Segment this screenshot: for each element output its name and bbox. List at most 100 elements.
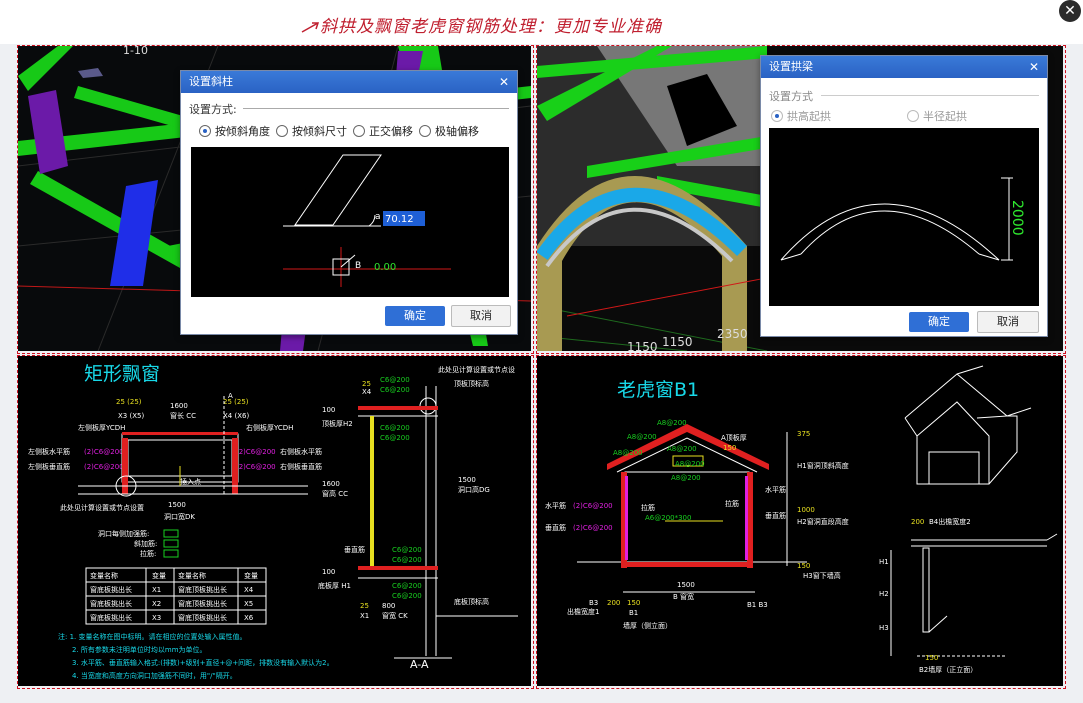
dim-1: 1150 bbox=[627, 340, 658, 351]
label: 垂直筋 bbox=[545, 523, 566, 532]
radio-icon bbox=[276, 125, 288, 137]
dialog-title: 设置斜柱 bbox=[189, 75, 233, 88]
label: C6@200 bbox=[392, 582, 422, 590]
banner: 斜拱及飘窗老虎窗钢筋处理：更加专业准确 ✕ bbox=[0, 0, 1083, 44]
table-cell: X1 bbox=[152, 586, 161, 594]
label: 此处见计算设置或节点设 bbox=[438, 365, 515, 374]
radio-by-angle[interactable]: 按倾斜角度 bbox=[199, 123, 270, 139]
label: 水平筋 bbox=[765, 485, 786, 494]
dim-label: B1 B3 bbox=[747, 601, 768, 609]
dim-label: 25 bbox=[360, 602, 369, 610]
ok-button[interactable]: 确定 bbox=[909, 312, 969, 332]
dim-label: X1 bbox=[360, 612, 369, 620]
dim-label: 窗高 CC bbox=[322, 489, 348, 498]
note-line: 3. 水平筋、垂直筋输入格式:(排数)+级别+直径+@+间距，排数没有输入默认为… bbox=[72, 658, 334, 667]
close-icon[interactable]: ✕ bbox=[1028, 60, 1039, 74]
radio-polar-offset[interactable]: 极轴偏移 bbox=[419, 123, 479, 139]
panel-bay-window-drawing: 矩形飘窗 25 (25) X3 (X5) 1600 窗长 CC 25 (25) … bbox=[18, 356, 531, 686]
label: A8@200 bbox=[627, 433, 657, 441]
radio-arch-by-height[interactable]: 拱高起拱 bbox=[771, 108, 831, 124]
label: H3窗下墙高 bbox=[803, 571, 841, 580]
preview-canvas: 2000 bbox=[769, 128, 1039, 306]
note-line: 注: 1. 变量名称在图中标明。请在相应的位置处输入属性值。 bbox=[58, 632, 247, 641]
radio-by-size[interactable]: 按倾斜尺寸 bbox=[276, 123, 347, 139]
dialog-title-bar[interactable]: 设置斜柱 ✕ bbox=[181, 71, 517, 93]
label: 斜加筋: bbox=[134, 539, 157, 548]
dim-label: 150 bbox=[797, 562, 810, 570]
dialog-set-arch-beam: 设置拱梁 ✕ 设置方式 拱高起拱 半径起拱 2000 确定 取消 bbox=[760, 55, 1048, 337]
input-box[interactable] bbox=[163, 539, 179, 548]
label: 洞口每侧加强筋: bbox=[98, 529, 149, 538]
table-header-cell: 变量 bbox=[152, 571, 166, 580]
angle-a-input[interactable] bbox=[383, 211, 425, 226]
label: 拉筋 bbox=[641, 503, 655, 512]
label: 墙厚（侧立面） bbox=[623, 621, 672, 630]
label: 拉筋: bbox=[140, 549, 156, 558]
dim-label: 150 bbox=[925, 654, 938, 662]
label: 拉筋 bbox=[725, 499, 739, 508]
label: 垂直筋 bbox=[765, 511, 786, 520]
table-cell: X5 bbox=[244, 600, 253, 608]
dim-label: B3 bbox=[589, 599, 598, 607]
table-cell: 窗底板挑出长 bbox=[90, 613, 132, 622]
label: H2窗洞直段高度 bbox=[797, 517, 849, 526]
close-icon[interactable]: ✕ bbox=[1059, 0, 1081, 22]
dialog-title-bar[interactable]: 设置拱梁 ✕ bbox=[761, 56, 1047, 78]
label: 左侧板垂直筋 bbox=[28, 462, 70, 471]
label: A6@200*300 bbox=[645, 514, 691, 522]
table-cell: X3 bbox=[152, 614, 161, 622]
dim-label: H1 bbox=[879, 558, 889, 566]
label: A8@200 bbox=[613, 449, 643, 457]
dim-label: 窗宽 CK bbox=[382, 611, 408, 620]
label: 出檐宽度1 bbox=[567, 607, 599, 616]
note-line: 2. 所有参数未注明单位时均以mm为单位。 bbox=[72, 645, 207, 654]
dim-label: H2 bbox=[879, 590, 889, 598]
label: A8@200 bbox=[671, 474, 701, 482]
dim-label: 1600 bbox=[322, 480, 340, 488]
dim-label: H3 bbox=[879, 624, 889, 632]
table-cell: 窗底板挑出长 bbox=[90, 599, 132, 608]
label: 此处见计算设置或节点设置 bbox=[60, 503, 144, 512]
panel-dormer-drawing: 老虎窗B1 A8@200 A8@200 A8@200 A8@200 A8@200… bbox=[537, 356, 1063, 686]
label: (2)C6@200 bbox=[573, 524, 613, 532]
label: C6@200 bbox=[380, 386, 410, 394]
dim-3: 2350 bbox=[717, 327, 748, 341]
label: C6@200 bbox=[380, 424, 410, 432]
section-mark: A bbox=[228, 392, 233, 400]
dim-label: 100 bbox=[322, 406, 335, 414]
dim-label: 洞口高DG bbox=[458, 485, 490, 494]
radio-icon bbox=[907, 110, 919, 122]
label: C6@200 bbox=[392, 556, 422, 564]
drawing-title: 老虎窗B1 bbox=[617, 379, 699, 401]
dialog-title: 设置拱梁 bbox=[769, 60, 813, 73]
radio-orthogonal-offset[interactable]: 正交偏移 bbox=[353, 123, 413, 139]
cancel-button[interactable]: 取消 bbox=[977, 311, 1039, 333]
table-header-cell: 变量 bbox=[244, 571, 258, 580]
radio-arch-by-radius[interactable]: 半径起拱 bbox=[907, 108, 967, 124]
label: 垂直筋 bbox=[344, 545, 365, 554]
preview-canvas: a 70.12 B 0.00 bbox=[191, 147, 509, 297]
dim-label: 1500 bbox=[677, 581, 695, 589]
input-box[interactable] bbox=[163, 529, 179, 538]
dim-label: 1600 bbox=[170, 402, 188, 410]
dim-label: X3 (X5) bbox=[118, 412, 144, 420]
label: 顶板顶标高 bbox=[454, 379, 489, 388]
label: 右侧板水平筋 bbox=[280, 447, 322, 456]
label: A顶板厚 bbox=[721, 433, 747, 442]
angle-a-symbol: a bbox=[375, 212, 381, 222]
table-cell: X4 bbox=[244, 586, 254, 594]
bay-window-cad: 矩形飘窗 25 (25) X3 (X5) 1600 窗长 CC 25 (25) … bbox=[18, 356, 531, 686]
label: 左侧板水平筋 bbox=[28, 447, 70, 456]
label: A8@200 bbox=[675, 460, 705, 468]
note-line: 4. 当宽度和高度方向洞口加强筋不同时，用"/"隔开。 bbox=[72, 671, 237, 680]
divider bbox=[821, 95, 1039, 96]
cancel-button[interactable]: 取消 bbox=[451, 305, 511, 327]
close-icon[interactable]: ✕ bbox=[498, 75, 509, 89]
ok-button[interactable]: 确定 bbox=[385, 306, 445, 326]
arch-height-value: 2000 bbox=[1009, 200, 1025, 236]
label: (2)C6@200 bbox=[573, 502, 613, 510]
dim-label: 800 bbox=[382, 602, 395, 610]
input-box[interactable] bbox=[163, 549, 179, 558]
table-header-cell: 变量名称 bbox=[90, 571, 118, 580]
label: (2)C6@200 bbox=[236, 463, 276, 471]
